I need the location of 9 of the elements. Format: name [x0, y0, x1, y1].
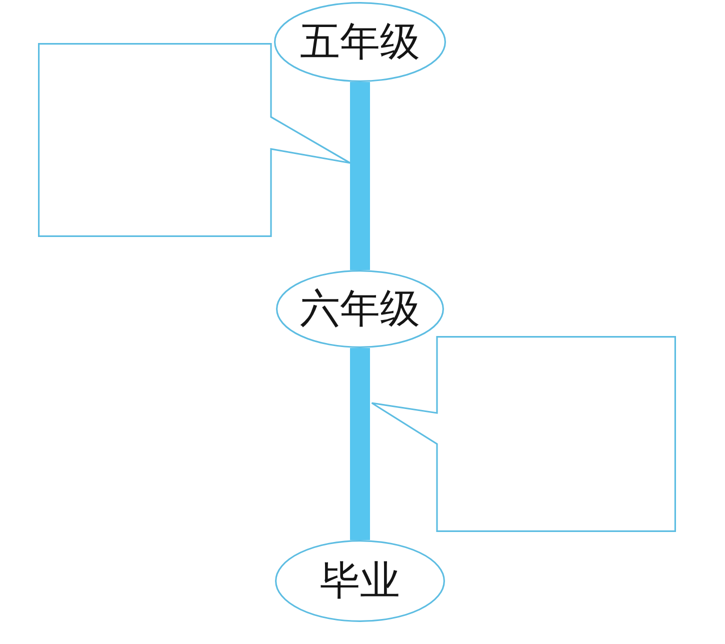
stage-label: 毕业 [320, 559, 400, 603]
stage-label: 六年级 [300, 287, 420, 331]
stage-label: 五年级 [300, 20, 420, 64]
stage-ellipse [274, 2, 446, 82]
timeline-bar [350, 348, 370, 540]
timeline-bar [350, 82, 370, 270]
stage-ellipse [275, 540, 445, 622]
answer-box [371, 336, 676, 532]
stage-ellipse [276, 270, 444, 348]
